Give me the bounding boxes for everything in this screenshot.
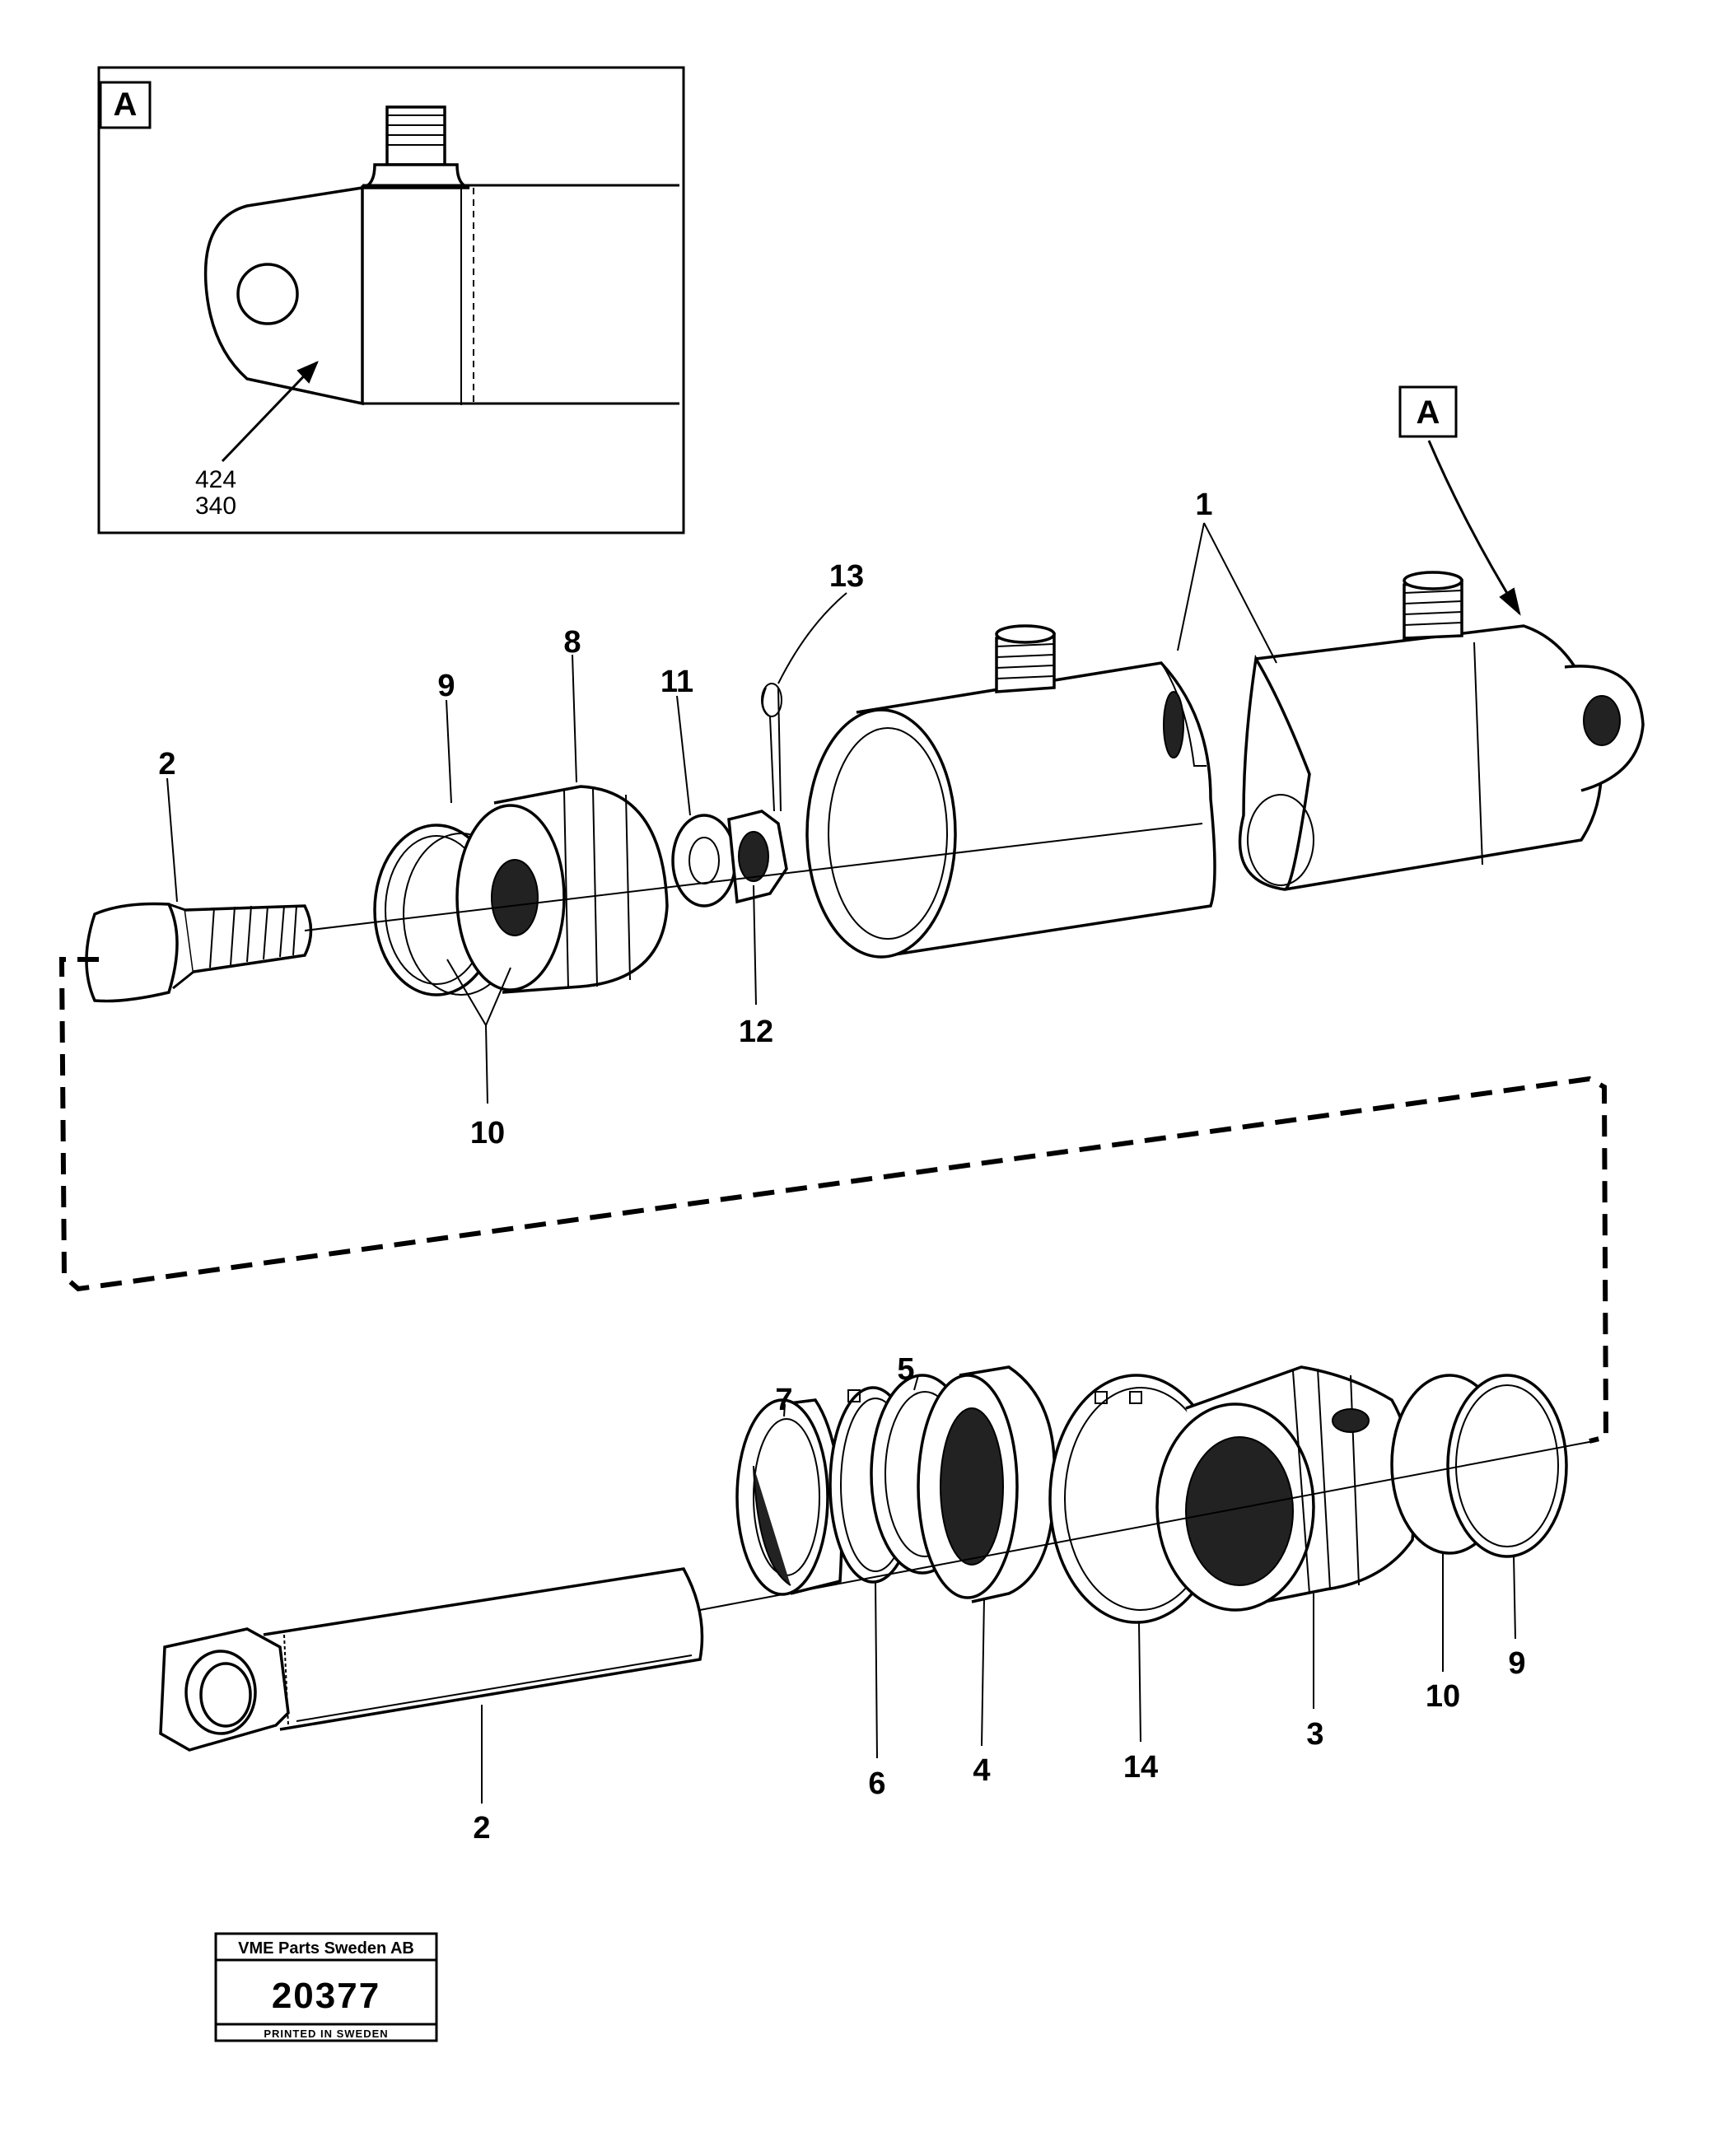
vme-stamp: VME Parts Sweden AB 20377 PRINTED IN SWE…: [214, 1932, 438, 2042]
part-2-rod-end: [85, 902, 313, 1003]
part-11-12-nut: [671, 810, 788, 908]
callout-9-bottom: 9: [1508, 1646, 1525, 1681]
vme-stamp-number: 20377: [272, 1976, 380, 2016]
detail-cylinder-end: 424 340: [195, 105, 679, 520]
callout-10-top: 10: [470, 1116, 505, 1150]
detail-inset-frame: [97, 66, 685, 534]
callout-9-top: 9: [437, 669, 455, 703]
part-1-cylinder-barrel: [805, 571, 1645, 959]
callout-6: 6: [868, 1766, 885, 1801]
callout-11: 11: [660, 665, 693, 699]
part-8-piston: [455, 785, 669, 994]
callout-2-bottom: 2: [473, 1811, 490, 1846]
part-9-10-rings-lower: [1390, 1374, 1568, 1558]
vme-stamp-frame: [214, 1932, 438, 2042]
callout-1: 1: [1195, 488, 1212, 522]
view-marker-box: [1398, 385, 1458, 438]
part-13-cotter-pin: [761, 683, 782, 812]
detail-leader-line: [221, 361, 319, 463]
callout-3: 3: [1306, 1717, 1323, 1752]
callout-leaders: [166, 522, 1516, 1804]
callout-7: 7: [775, 1383, 792, 1417]
vme-stamp-footer: PRINTED IN SWEDEN: [264, 2028, 388, 2040]
callout-13: 13: [829, 559, 864, 594]
detail-ref-1: 424: [195, 466, 236, 493]
part-4-bushing: [917, 1365, 1057, 1603]
detail-ref-2: 340: [195, 492, 236, 520]
detail-eye-hole: [236, 263, 299, 325]
callout-14: 14: [1123, 1750, 1158, 1785]
vme-stamp-company: VME Parts Sweden AB: [238, 1939, 414, 1958]
lower-axis-line: [699, 1440, 1594, 1611]
dashed-connection-line: [58, 957, 1609, 1444]
part-3-cylinder-head: [1155, 1365, 1416, 1612]
part-7-wiper: [735, 1398, 843, 1596]
view-marker-letter: A: [1417, 394, 1440, 431]
callout-labels: 1 2 8 9 10 11 12 13 7 5 6 4 14 3 10 9 2: [158, 488, 1525, 1846]
upper-axis-line: [304, 823, 1203, 931]
detail-inset-letter: A: [114, 86, 138, 123]
view-marker-arrow: [1427, 440, 1521, 614]
part-2-piston-rod: [159, 1567, 704, 1752]
callout-8: 8: [563, 625, 581, 660]
callout-10-bottom: 10: [1426, 1679, 1460, 1714]
callout-5: 5: [897, 1352, 914, 1387]
detail-inset-a: A 424 340: [97, 66, 685, 534]
callout-4: 4: [973, 1753, 990, 1788]
callout-12: 12: [739, 1015, 773, 1049]
view-marker-a: A: [1398, 385, 1521, 616]
detail-inset-label-box: [99, 81, 152, 129]
callout-2-top: 2: [158, 747, 175, 782]
